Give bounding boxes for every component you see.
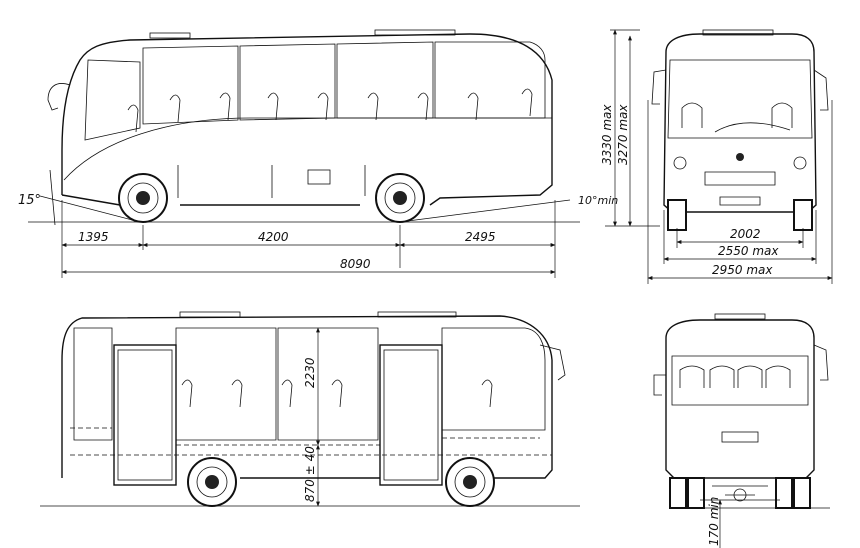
dim-height-max: 3330 max: [600, 104, 614, 165]
dim-rear-overhang: 2495: [465, 230, 496, 244]
interior-dimensions: 2230 870 ± 40: [303, 327, 320, 507]
rear-view: [653, 313, 829, 509]
dim-approach-angle: 15°: [18, 193, 41, 208]
dim-ground-clearance: 170 min: [707, 497, 721, 546]
front-wheel-side: [118, 173, 168, 223]
dim-height-max-2: 3270 max: [616, 104, 630, 165]
dim-interior-height: 2230: [303, 357, 317, 388]
front-view: [651, 29, 829, 231]
side-view-left: [28, 29, 580, 226]
clearance-dimensions: 170 min: [700, 497, 830, 548]
dim-floor-height: 870 ± 40: [303, 446, 317, 502]
dim-width-mirrors: 2950 max: [712, 263, 773, 277]
side-dimensions: 1395 4200 2495 8090 15° 10°min: [18, 193, 618, 278]
dim-departure-angle: 10°min: [578, 194, 618, 207]
rear-wheel-side: [375, 173, 425, 223]
side-windows: [142, 41, 546, 125]
dim-width-body: 2550 max: [718, 244, 779, 258]
dim-overall-length: 8090: [340, 257, 371, 271]
dim-front-overhang: 1395: [78, 230, 109, 244]
front-wheel-door-side: [445, 457, 495, 507]
seat-outlines: [127, 88, 533, 133]
front-dimensions: 3330 max 3270 max 2002 2550 max 2950 max: [600, 29, 833, 284]
rear-wheel-door-side: [187, 457, 237, 507]
dim-track: 2002: [730, 227, 761, 241]
dim-wheelbase: 4200: [258, 230, 289, 244]
